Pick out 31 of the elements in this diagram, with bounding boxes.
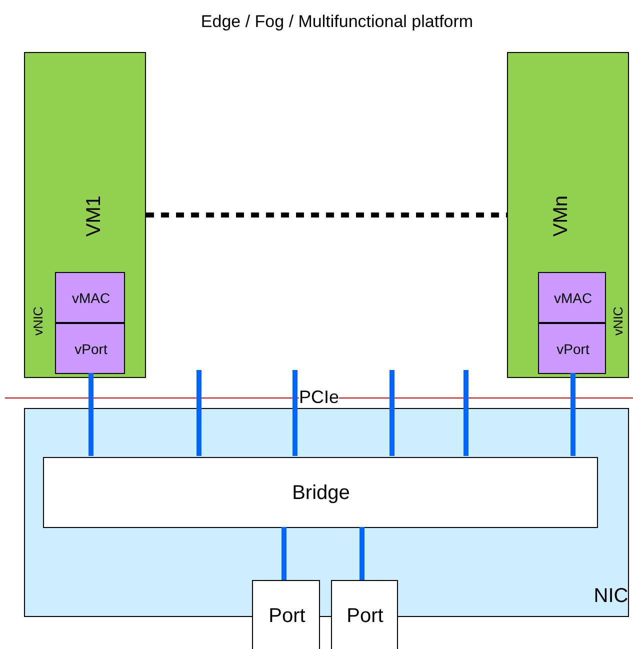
- box-label: Port: [268, 606, 306, 626]
- link-line: [292, 370, 298, 456]
- link-line: [464, 370, 468, 456]
- link-line: [390, 370, 394, 456]
- box-label: vNIC: [32, 306, 44, 336]
- bridge-box: [43, 457, 598, 528]
- vm-box: [24, 52, 146, 378]
- link-line: [282, 527, 286, 580]
- dotted-line: [146, 212, 507, 218]
- box-label: vMAC: [72, 291, 110, 305]
- link-line: [570, 373, 576, 456]
- port-box: [252, 580, 320, 649]
- box-label: vMAC: [554, 291, 592, 305]
- box-label: VM1: [84, 195, 104, 237]
- port-box: [55, 323, 125, 374]
- port-box: [538, 323, 606, 374]
- mac-box: [538, 272, 606, 323]
- box-label: vPort: [74, 342, 108, 356]
- box-label: Bridge: [292, 483, 350, 503]
- box-label: vNIC: [612, 306, 624, 336]
- box-label: Port: [346, 606, 384, 626]
- box-label: VMn: [551, 195, 571, 237]
- box-label: vPort: [556, 342, 590, 356]
- box-label: NIC: [594, 586, 628, 606]
- vm-box: [507, 52, 629, 378]
- mac-box: [55, 272, 125, 323]
- diagram-title: Edge / Fog / Multifunctional platform: [200, 12, 474, 32]
- link-line: [360, 527, 364, 580]
- link-line: [196, 370, 202, 456]
- port-box: [331, 580, 398, 649]
- link-line: [88, 373, 94, 456]
